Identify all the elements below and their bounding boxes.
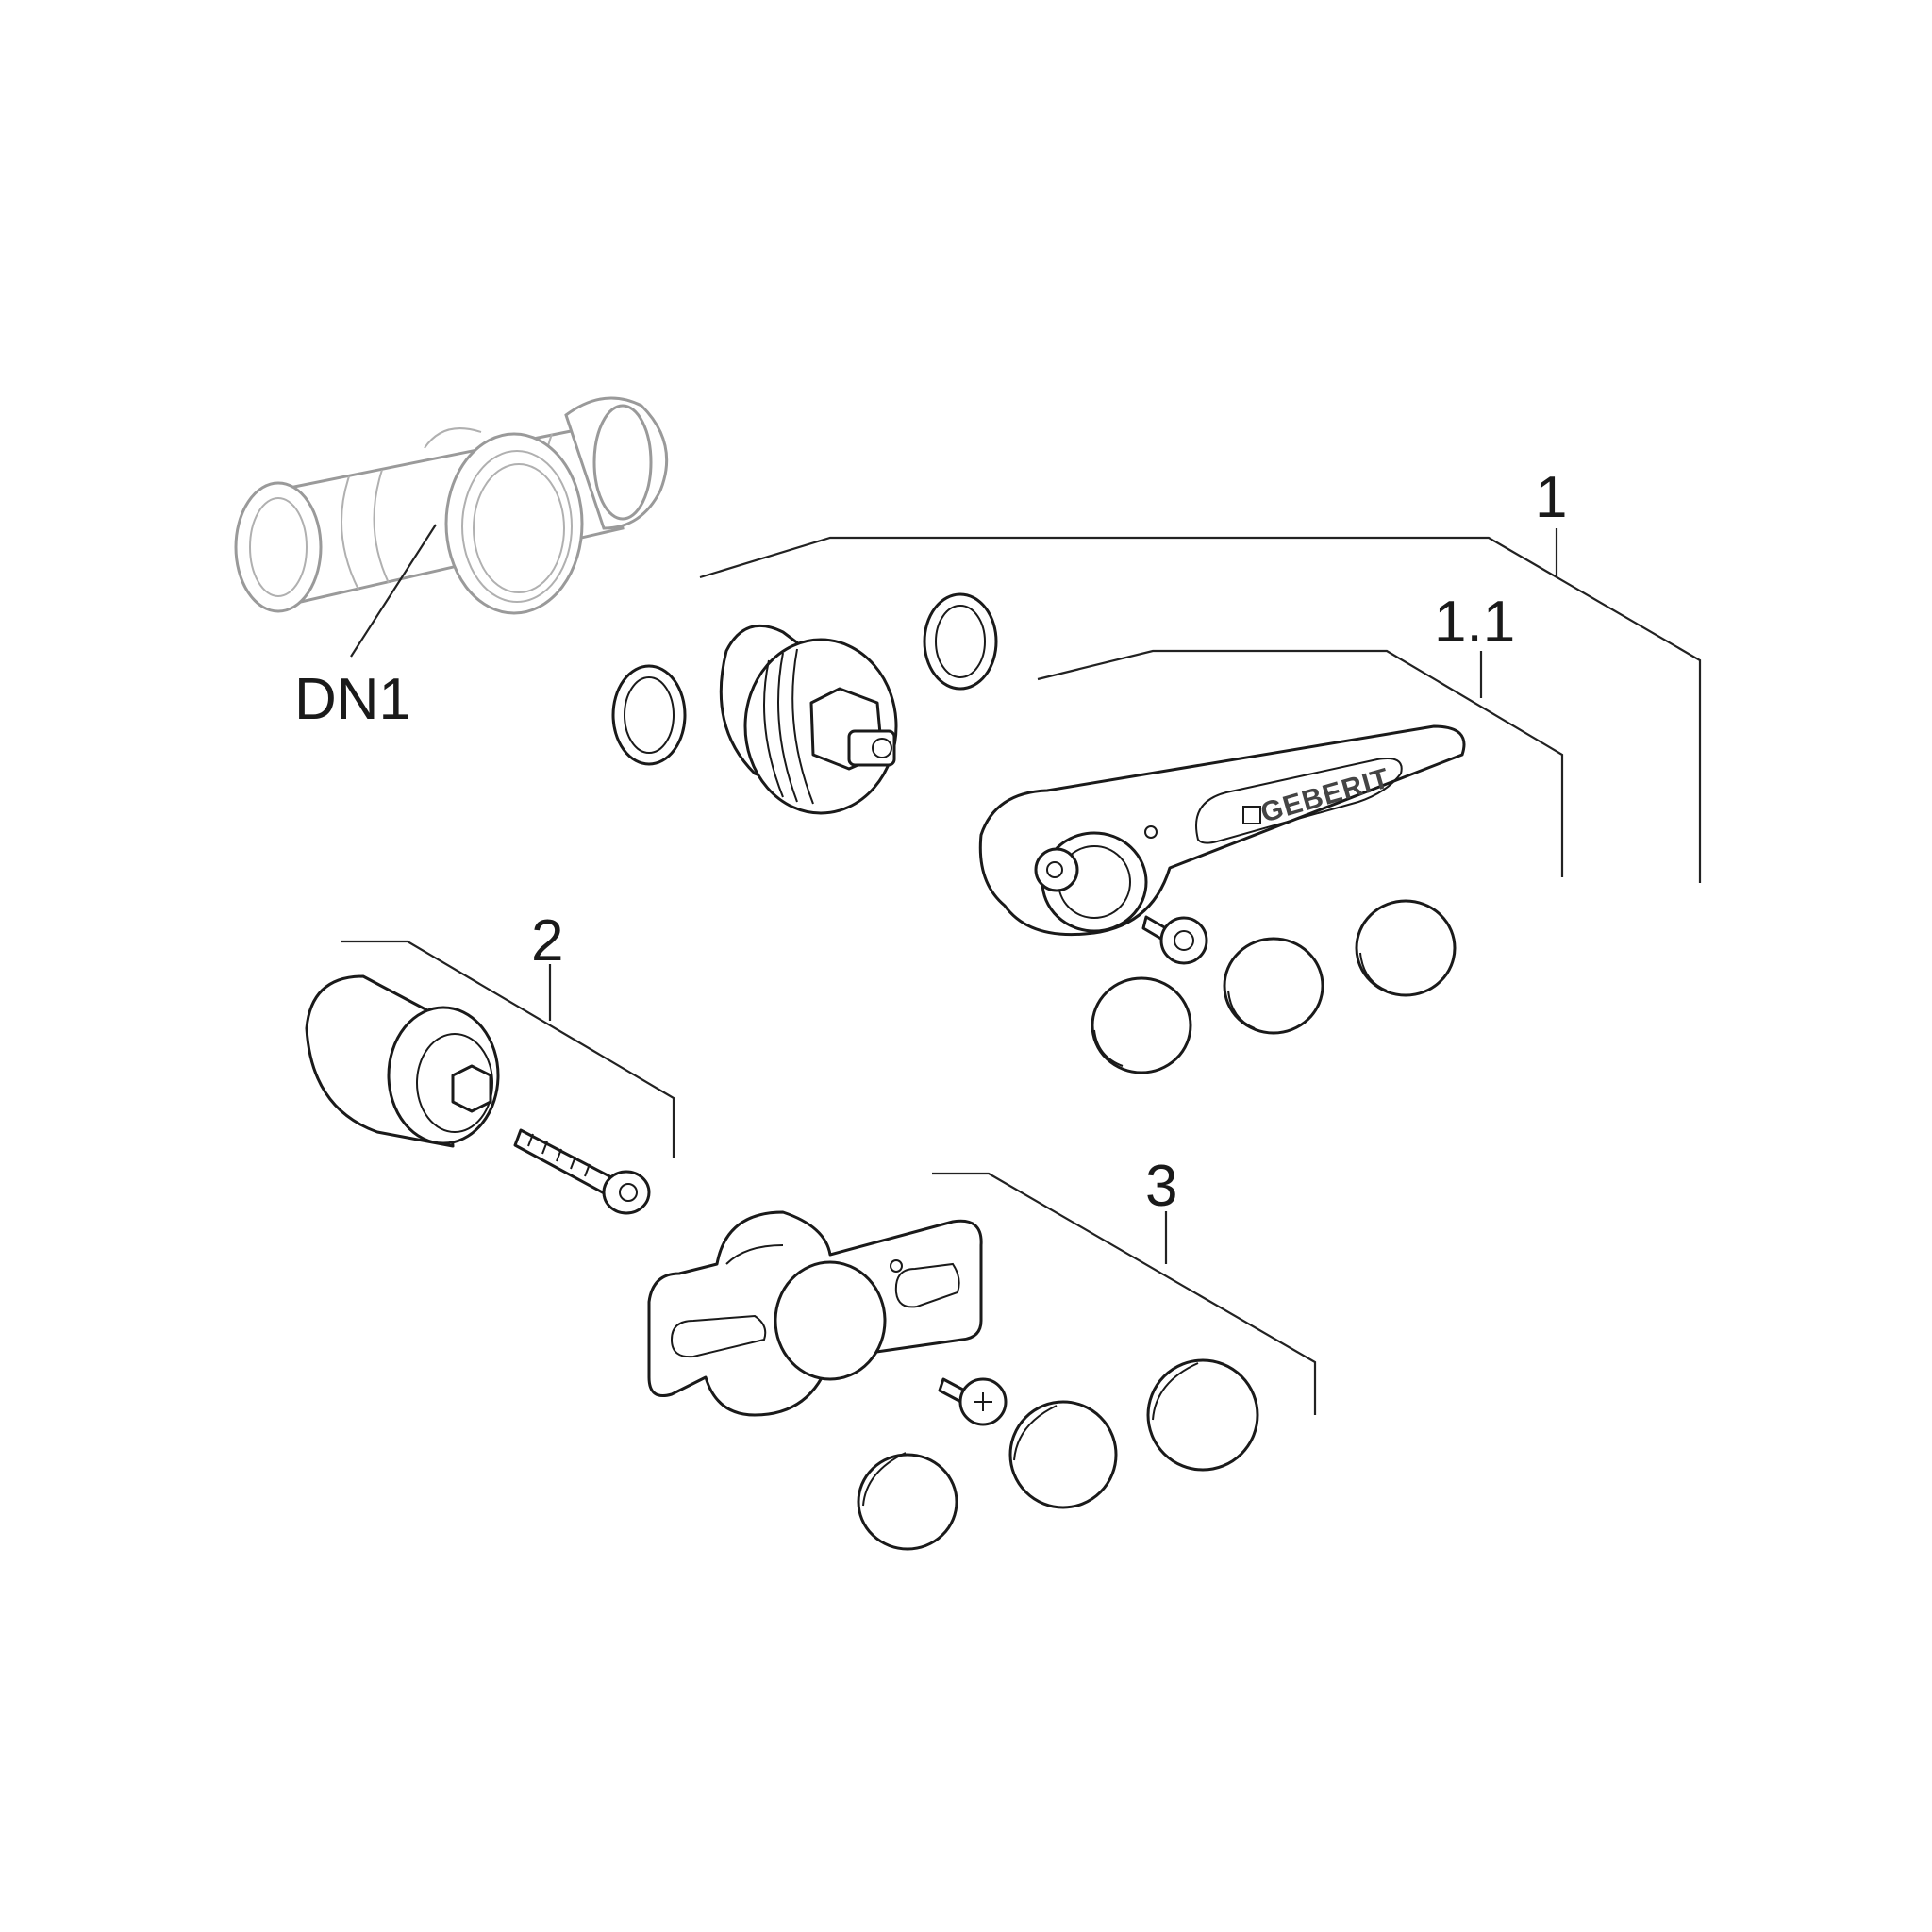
cap-3-c bbox=[1146, 1358, 1259, 1472]
extension-sleeve bbox=[305, 974, 500, 1148]
item-2-label: 2 bbox=[531, 908, 563, 974]
cap-3-a bbox=[857, 1452, 958, 1551]
item-3-label: 3 bbox=[1145, 1154, 1177, 1219]
item-1-bracket bbox=[699, 536, 1702, 883]
handle-screw bbox=[938, 1377, 1008, 1426]
item-2-bracket bbox=[341, 940, 675, 1158]
long-screw bbox=[513, 1128, 651, 1215]
tee-fitting-ghost bbox=[234, 396, 669, 615]
dn1-leader-line bbox=[350, 524, 437, 658]
valve-insert bbox=[611, 592, 998, 815]
dn1-label: DN1 bbox=[294, 667, 411, 732]
item-3-bracket bbox=[932, 1172, 1317, 1415]
t-handle bbox=[647, 1210, 983, 1417]
cap-1-1-a bbox=[1091, 976, 1192, 1074]
cap-1-1-b bbox=[1223, 937, 1324, 1035]
item-1-1-bracket bbox=[1037, 649, 1564, 877]
cap-1-1-c bbox=[1355, 899, 1457, 997]
lever-screw bbox=[1141, 915, 1208, 965]
item-1-label: 1 bbox=[1535, 465, 1567, 530]
item-1-1-label: 1.1 bbox=[1434, 590, 1515, 655]
cap-3-b bbox=[1008, 1400, 1118, 1509]
